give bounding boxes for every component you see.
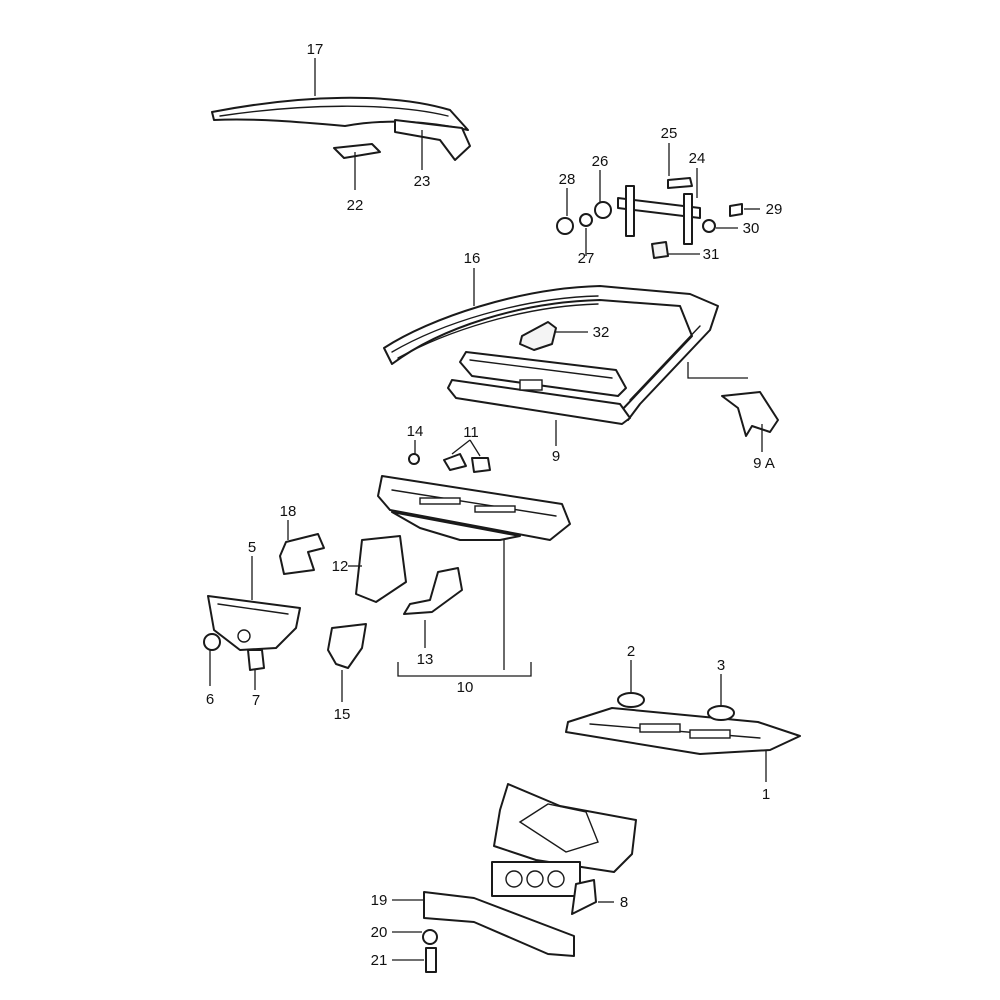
part-9-cross-member	[447, 351, 631, 425]
part-3-plug	[707, 705, 735, 721]
body-section	[491, 783, 637, 897]
callout-17: 17	[307, 41, 324, 58]
part-21-bolt	[425, 947, 437, 973]
part-6-grommet	[203, 633, 221, 651]
callout-27: 27	[578, 250, 595, 267]
callout-14: 14	[407, 423, 424, 440]
callout-8: 8	[620, 894, 628, 911]
callout-21: 21	[371, 952, 388, 969]
callout-30: 30	[743, 220, 760, 237]
leader-lines	[209, 58, 767, 961]
callout-6: 6	[206, 691, 214, 708]
callout-26: 26	[592, 153, 609, 170]
callout-19: 19	[371, 892, 388, 909]
callout-10: 10	[457, 679, 474, 696]
part-11-clips	[443, 453, 467, 471]
part-5-corner-panel	[207, 595, 301, 651]
part-2-plug	[617, 692, 645, 708]
callout-29: 29	[766, 201, 783, 218]
callout-32: 32	[593, 324, 610, 341]
callout-24: 24	[689, 150, 706, 167]
callout-9: 9	[552, 448, 560, 465]
part-22-bracket	[333, 143, 381, 159]
part-17-roof-panel	[211, 96, 471, 161]
part-7-plug	[247, 649, 265, 671]
callout-28: 28	[559, 171, 576, 188]
part-20-washer	[422, 929, 438, 945]
callout-16: 16	[464, 250, 481, 267]
callout-11: 11	[463, 424, 479, 441]
part-10-floor-panel	[377, 475, 571, 541]
part-19-cross-beam	[423, 891, 575, 957]
callout-2: 2	[627, 643, 635, 660]
part-18-bracket	[279, 533, 325, 575]
callout-5: 5	[248, 539, 256, 556]
part-14-nut	[408, 453, 420, 465]
callout-12: 12	[332, 558, 349, 575]
part-12-bracket	[355, 535, 407, 603]
callout-15: 15	[334, 706, 351, 723]
callout-20: 20	[371, 924, 388, 941]
callout-18: 18	[280, 503, 297, 520]
callout-3: 3	[717, 657, 725, 674]
callout-31: 31	[703, 246, 720, 263]
part-8-bracket	[571, 879, 597, 915]
callout-13: 13	[417, 651, 434, 668]
callout-25: 25	[661, 125, 678, 142]
callout-labels: 1 2 3 5 6 7 8 9 9 A 10 11 12 13 14 15 16…	[206, 41, 783, 969]
part-16-rear-frame	[383, 285, 719, 421]
part-9a-corner-bracket	[721, 391, 779, 437]
callout-7: 7	[252, 692, 260, 709]
part-13-support	[403, 567, 463, 615]
part-15-bracket	[327, 623, 367, 669]
callout-9a: 9 A	[753, 455, 775, 472]
callout-22: 22	[347, 197, 364, 214]
callout-1: 1	[762, 786, 770, 803]
hinge-assembly	[556, 177, 743, 259]
part-32-clip	[519, 321, 557, 351]
callout-23: 23	[414, 173, 431, 190]
part-11-clips-b	[471, 457, 491, 473]
part-1-floor-pan	[565, 707, 801, 755]
